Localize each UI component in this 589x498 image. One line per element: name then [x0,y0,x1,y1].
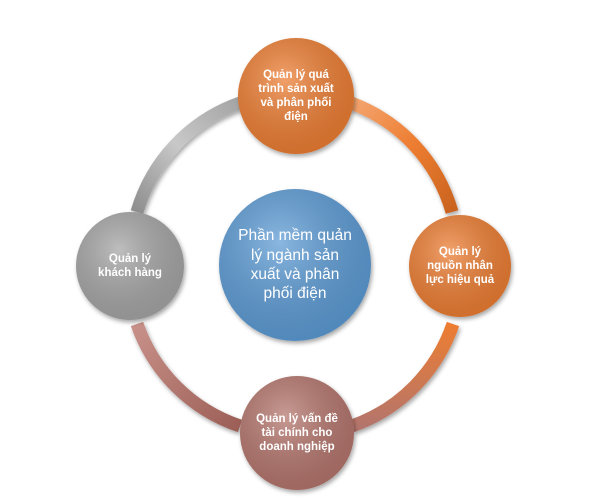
node-top-label: Quản lý quá trình sản xuất và phân phối … [258,68,334,124]
ring-arc-left-top [130,96,243,214]
node-bottom: Quản lý vấn đề tài chính cho doanh nghiệ… [248,384,346,482]
node-bottom-label: Quản lý vấn đề tài chính cho doanh nghiệ… [256,412,338,453]
center-node: Phần mềm quản lý ngành sản xuất và phân … [220,190,370,340]
node-shapes [76,38,511,490]
node-right-label: Quản lý nguồn nhân lực hiệu quả [425,245,495,286]
ring-arc-bottom-left [130,321,243,433]
center-node-label: Phần mềm quản lý ngành sản xuất và phân … [238,227,352,303]
ring-arc-right-bottom [349,321,460,433]
node-left: Quản lý khách hàng [80,216,180,316]
node-top: Quản lý quá trình sản xuất và phân phối … [246,46,346,146]
node-left-label: Quản lý khách hàng [98,252,162,279]
ring-arc-top-right [348,96,459,214]
node-right: Quản lý nguồn nhân lực hiệu quả [414,220,506,312]
